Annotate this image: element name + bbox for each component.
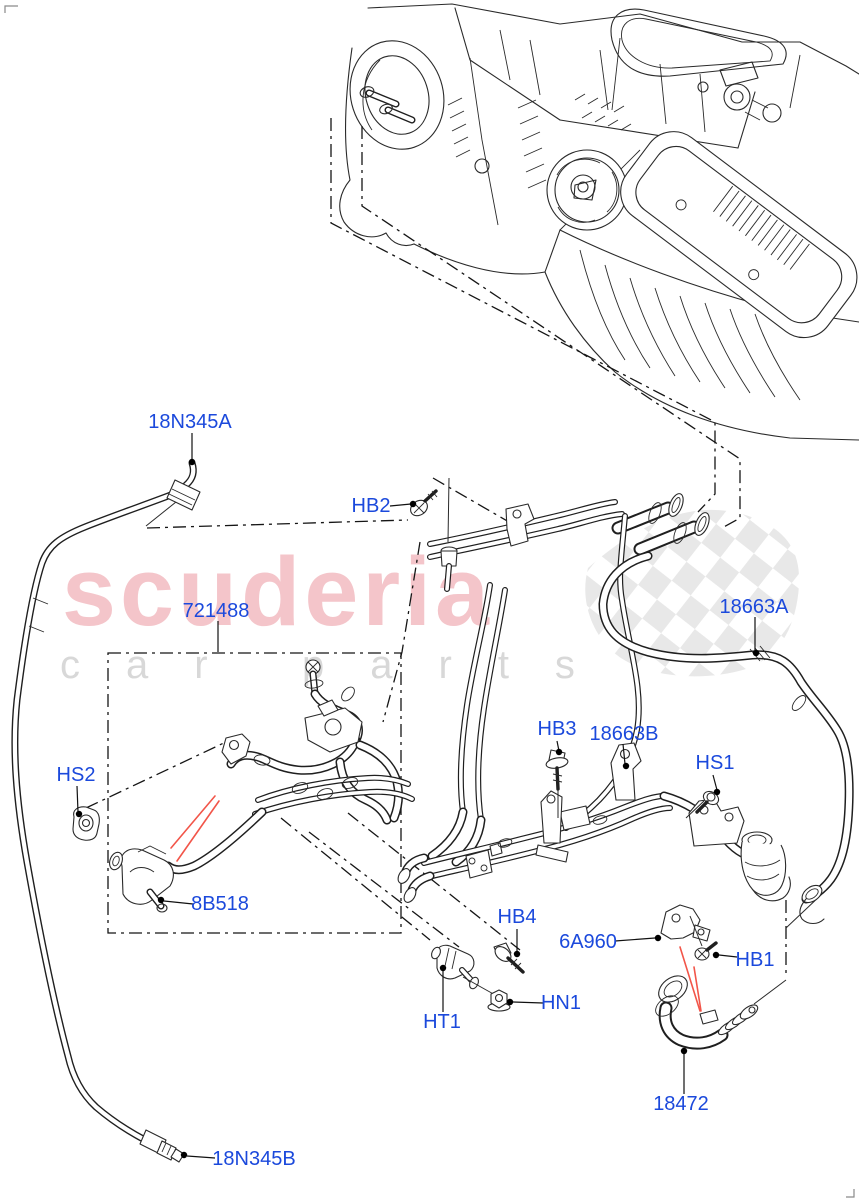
leader-lines — [75, 433, 760, 1159]
part-label-HB4[interactable]: HB4 — [497, 906, 537, 928]
watermark-word-parts: parts — [302, 643, 621, 687]
crop-mark-top-left — [4, 5, 18, 13]
construction-lines — [85, 118, 823, 1005]
part-label-18663A[interactable]: 18663A — [719, 596, 789, 618]
part-label-HT1[interactable]: HT1 — [423, 1011, 461, 1033]
blower-wheel-drawing — [546, 149, 628, 231]
crop-mark-bottom-right — [846, 1189, 855, 1198]
part-ht1-tee — [431, 944, 498, 997]
part-label-18N345B[interactable]: 18N345B — [212, 1148, 296, 1170]
hvac-unit-drawing — [339, 3, 859, 441]
part-721488-assembly — [107, 652, 415, 934]
part-label-HB1[interactable]: HB1 — [735, 949, 775, 971]
bracket-18663b — [610, 742, 642, 801]
hb3-target-bracket — [540, 790, 563, 844]
hs1-target-bracket — [688, 798, 745, 847]
exploded-view-box — [107, 652, 402, 934]
watermark-word-car: car — [60, 643, 254, 687]
watermark: scuderia car parts — [60, 509, 800, 687]
part-18n345-pipe — [11, 459, 201, 1163]
part-label-HN1[interactable]: HN1 — [540, 992, 582, 1014]
part-label-HS1[interactable]: HS1 — [695, 752, 735, 774]
part-hose-18663a — [598, 551, 854, 925]
part-label-6A960[interactable]: 6A960 — [559, 931, 617, 953]
part-label-HS2[interactable]: HS2 — [56, 764, 96, 786]
part-label-8B518[interactable]: 8B518 — [191, 893, 249, 915]
part-label-HB2[interactable]: HB2 — [351, 495, 391, 517]
part-label-18N345A[interactable]: 18N345A — [148, 411, 232, 433]
part-hs1-screw — [685, 790, 720, 819]
bleed-valve-stem — [447, 477, 450, 543]
blower-motor-drawing — [349, 40, 445, 150]
evaporator-frame-drawing — [620, 131, 858, 339]
part-hb1-screw — [694, 941, 718, 961]
water-valve-body — [304, 707, 363, 753]
part-label-18663B[interactable]: 18663B — [589, 723, 659, 745]
highlight-lines — [170, 795, 702, 1012]
part-6a960-bracket — [660, 904, 711, 947]
part-heater-pipes-upper — [427, 477, 710, 831]
watermark-brand: scuderia — [62, 537, 493, 646]
part-hb4-bolt — [493, 942, 525, 974]
part-hose-18472 — [655, 975, 759, 1050]
part-label-721488[interactable]: 721488 — [182, 600, 250, 622]
part-label-HB3[interactable]: HB3 — [537, 718, 577, 740]
part-heater-pipes-lower — [397, 742, 791, 903]
quick-connect-fitting — [166, 479, 201, 511]
part-8b518-pump — [109, 845, 174, 913]
part-label-18472[interactable]: 18472 — [653, 1093, 709, 1115]
part-hn1-nut — [487, 989, 511, 1012]
